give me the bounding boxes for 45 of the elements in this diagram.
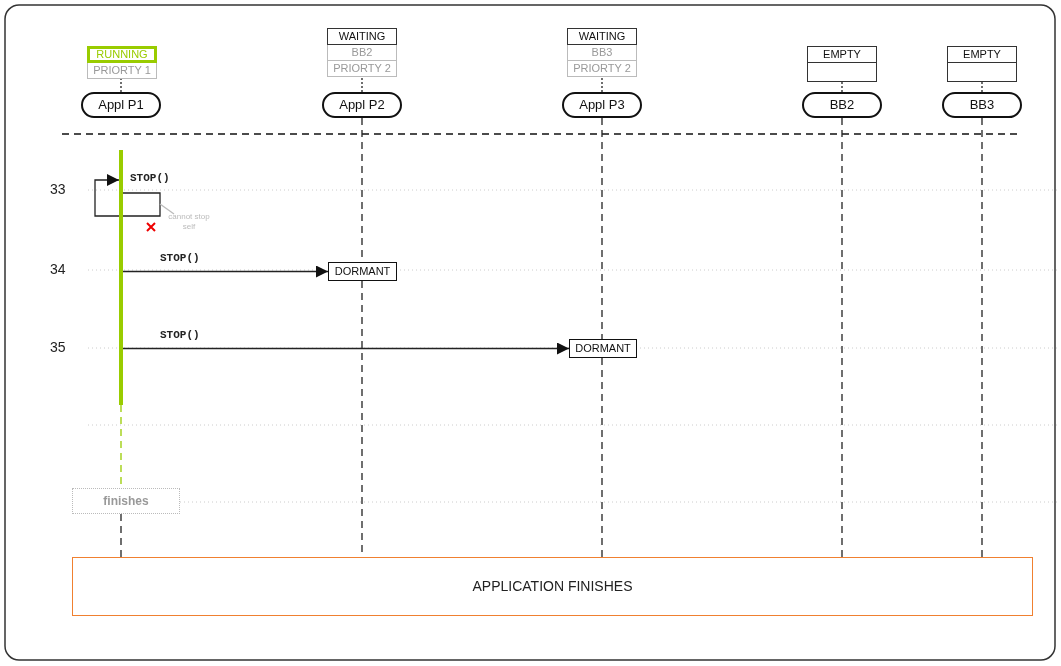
message-arrow: [122, 342, 570, 355]
end-banner: APPLICATION FINISHES: [72, 557, 1033, 616]
lifeline: [601, 117, 603, 340]
row-number: 34: [50, 261, 66, 277]
edge-label: STOP(): [160, 252, 200, 264]
message-arrow: [122, 265, 329, 278]
state-label: WAITING: [327, 28, 397, 45]
lifeline-head: BB3: [942, 92, 1022, 118]
state-label: WAITING: [567, 28, 637, 45]
detail-label: PRIORTY 1: [87, 63, 157, 79]
edge-label: STOP(): [160, 329, 200, 341]
detail-label: BB2: [327, 45, 397, 61]
activation-bar: [119, 150, 123, 405]
state-box: [327, 28, 397, 77]
leader-line: [159, 203, 175, 215]
state-box: [567, 28, 637, 77]
detail-label: PRIORTY 2: [567, 61, 637, 77]
edge-label: STOP(): [130, 172, 170, 184]
lifeline: [981, 117, 983, 558]
lifeline: [841, 117, 843, 558]
state-box: [807, 46, 877, 82]
state-label: EMPTY: [947, 46, 1017, 63]
lifeline-head: BB2: [802, 92, 882, 118]
lifeline: [120, 513, 122, 558]
state-label: EMPTY: [807, 46, 877, 63]
lifeline-head: Appl P3: [562, 92, 642, 118]
state-label: RUNNING: [87, 46, 157, 63]
detail-label: BB3: [567, 45, 637, 61]
state-box: DORMANT: [328, 262, 397, 281]
finish-box: finishes: [72, 488, 180, 514]
lifeline: [361, 77, 363, 93]
lifeline: [841, 81, 843, 93]
lifeline: [120, 77, 122, 93]
detail-label: PRIORTY 2: [327, 61, 397, 77]
row-number: 33: [50, 181, 66, 197]
lifeline: [601, 77, 603, 93]
lifeline-head: Appl P1: [81, 92, 161, 118]
lifeline: [981, 81, 983, 93]
message-arrow: [94, 174, 161, 217]
row-number: 35: [50, 339, 66, 355]
lifeline-head: Appl P2: [322, 92, 402, 118]
state-box: [87, 46, 157, 79]
state-box: [947, 46, 1017, 82]
state-box: DORMANT: [569, 339, 637, 358]
lifeline: [601, 357, 603, 558]
